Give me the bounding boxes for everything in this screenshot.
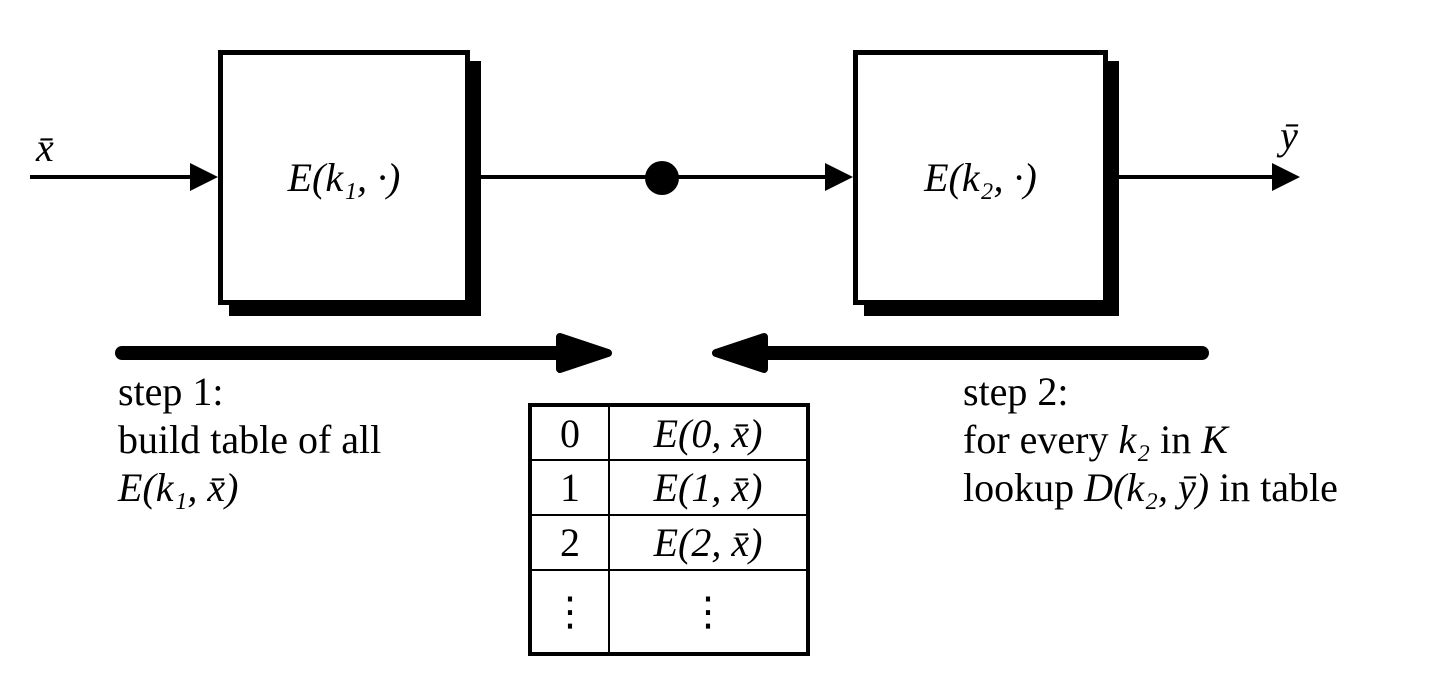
step2-caption-line2: for every k₂ in K: [963, 416, 1338, 464]
step2-line2-text2: in: [1150, 417, 1202, 462]
encryption-block-2-label: E(k₂, ·): [924, 155, 1037, 200]
step2-line2-math2: K: [1201, 417, 1228, 462]
step1-caption-line1: step 1:: [118, 369, 224, 414]
lookup-table: 0 E(0, x̄) 1 E(1, x̄) 2 E(2, x̄) ⋮ ⋮: [528, 403, 810, 656]
table-row: 0 E(0, x̄): [529, 404, 809, 461]
encryption-block-1-label: E(k₁, ·): [287, 155, 401, 200]
junction-dot-icon: [645, 161, 679, 195]
encryption-block-1: E(k₁, ·): [218, 50, 470, 305]
table-value-cell: E(2, x̄): [608, 514, 809, 571]
step2-line3-text1: lookup: [963, 465, 1085, 510]
table-key-cell: 0: [529, 404, 610, 461]
table-value-cell: E(1, x̄): [608, 459, 809, 516]
middle-arrowhead-icon: [825, 163, 853, 191]
input-arrow-line: [30, 175, 191, 179]
output-arrowhead-icon: [1272, 163, 1300, 191]
step1-caption-line2: build table of all: [118, 417, 382, 462]
step2-caption-line3: lookup D(k₂, ȳ) in table: [963, 464, 1338, 512]
step2-arrow-icon: [712, 333, 1209, 373]
step2-line2-text1: for every: [963, 417, 1119, 462]
encryption-block-2: E(k₂, ·): [853, 50, 1108, 305]
input-label: x̄: [36, 125, 54, 170]
step1-arrow-icon: [115, 333, 612, 373]
step2-line3-math1: D(k₂, ȳ): [1084, 465, 1210, 510]
output-label: ȳ: [1280, 113, 1298, 158]
table-row: ⋮ ⋮: [529, 569, 809, 655]
step2-caption: step 2: for every k₂ in K lookup D(k₂, ȳ…: [963, 368, 1338, 512]
table-value-cell: E(0, x̄): [608, 404, 809, 461]
table-key-cell: ⋮: [529, 569, 610, 655]
step2-line2-math1: k₂: [1118, 417, 1151, 462]
table-row: 2 E(2, x̄): [529, 514, 809, 571]
step2-caption-line1: step 2:: [963, 369, 1069, 414]
step2-line3-text2: in table: [1209, 465, 1338, 510]
step1-caption-line3: E(k₁, x̄): [118, 465, 239, 510]
table-key-cell: 2: [529, 514, 610, 571]
output-arrow-line: [1108, 175, 1273, 179]
table-key-cell: 1: [529, 459, 610, 516]
step1-caption: step 1: build table of all E(k₁, x̄): [118, 368, 381, 512]
table-row: 1 E(1, x̄): [529, 459, 809, 516]
table-value-cell: ⋮: [608, 569, 809, 655]
input-arrowhead-icon: [190, 163, 218, 191]
